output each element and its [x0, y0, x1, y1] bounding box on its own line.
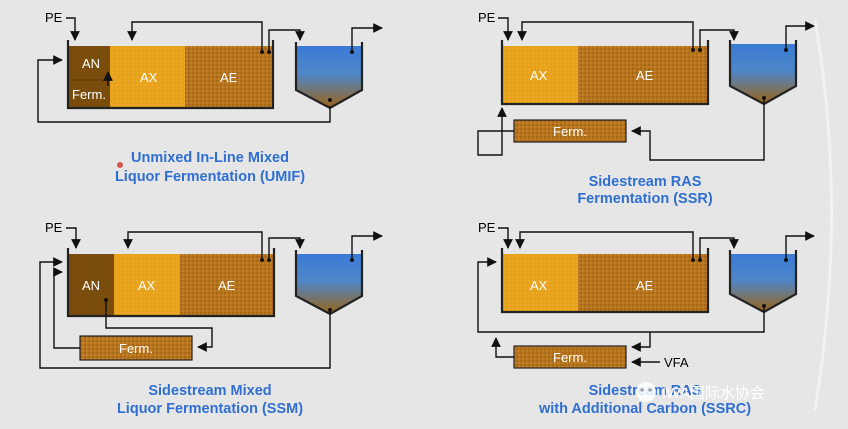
pe-label: PE [45, 220, 63, 235]
bioreactor-tank [66, 40, 275, 110]
clarifier [730, 254, 796, 312]
ssr-caption-line2: Fermentation (SSR) [577, 191, 713, 207]
internal-recycle-line [517, 21, 694, 50]
to-clarifier-line [268, 237, 305, 260]
ferm-label: Ferm. [72, 87, 106, 102]
ssr-caption-line1: Sidestream RAS [589, 174, 702, 190]
to-clarifier-line [268, 29, 305, 52]
ax-zone [110, 46, 185, 108]
ferm-label: Ferm. [553, 124, 587, 139]
ssm-caption-line2: Liquor Fermentation (SSM) [117, 401, 303, 417]
an-label: AN [82, 278, 100, 293]
an-zone [68, 46, 110, 108]
fermenter-return-line [477, 107, 514, 156]
ax-label: AX [530, 68, 548, 83]
ras-line [37, 55, 331, 123]
ssrc-caption-line2: with Additional Carbon (SSRC) [538, 401, 751, 417]
an-label: AN [82, 56, 100, 71]
bioreactor-tank [500, 248, 710, 314]
ferm-label: Ferm. [119, 341, 153, 356]
effluent-arrow [785, 21, 815, 50]
pe-arrow [498, 17, 513, 41]
ax-label: AX [140, 70, 158, 85]
effluent-arrow [785, 231, 815, 260]
ae-zone [180, 254, 274, 316]
clarifier [296, 254, 362, 314]
ferm-label: Ferm. [553, 350, 587, 365]
pe-arrow [66, 17, 80, 41]
ssm-caption-line1: Sidestream Mixed [148, 383, 271, 399]
ssr-diagram: PE AX AE Ferm. Sidestream RAS Fermentati… [477, 10, 815, 207]
ae-label: AE [636, 68, 654, 83]
ae-zone [578, 46, 708, 104]
wechat-icon [636, 382, 656, 402]
pe-label: PE [45, 10, 63, 25]
ae-label: AE [220, 70, 238, 85]
to-clarifier-line [699, 29, 739, 50]
umif-diagram: PE AN Ferm. AX AE Unmixed In-Line Mixed … [37, 10, 383, 185]
ae-zone [578, 254, 708, 312]
bioreactor-tank [66, 248, 276, 318]
ax-zone [502, 254, 578, 312]
ax-label: AX [138, 278, 156, 293]
pe-arrow [498, 227, 513, 249]
ae-label: AE [218, 278, 236, 293]
fermenter-return-line [491, 337, 514, 358]
ae-zone [185, 46, 273, 108]
watermark-text: IWA国际水协会 [662, 385, 765, 402]
ras-line [477, 257, 765, 333]
ae-label: AE [636, 278, 654, 293]
umif-caption-line2: Liquor Fermentation (UMIF) [115, 169, 305, 185]
cursor-dot [117, 162, 123, 168]
internal-recycle-line [123, 231, 263, 260]
internal-recycle-line [515, 231, 694, 260]
ras-line [631, 98, 765, 161]
watermark: IWA国际水协会 [636, 382, 765, 402]
umif-caption-line1: Unmixed In-Line Mixed [131, 150, 289, 166]
ras-to-fermenter-line [631, 332, 651, 352]
effluent-arrow [351, 23, 383, 52]
ax-zone [114, 254, 180, 316]
ssm-diagram: PE AN AX AE Ferm. Sidestream Mixed Liquo… [39, 220, 383, 417]
pe-label: PE [478, 220, 496, 235]
pe-arrow [66, 227, 81, 249]
bioreactor-tank [500, 40, 710, 106]
to-clarifier-line [699, 237, 739, 260]
fermenter-return-line [53, 267, 80, 349]
effluent-arrow [351, 231, 383, 260]
pe-label: PE [478, 10, 496, 25]
ax-zone [502, 46, 578, 104]
clarifier [730, 44, 796, 104]
ras-line [39, 257, 331, 369]
sidestream-line [105, 300, 213, 352]
clarifier [296, 46, 362, 108]
internal-recycle-line [127, 21, 263, 52]
ax-label: AX [530, 278, 548, 293]
decorative-arc [813, 19, 833, 411]
ssrc-diagram: PE AX AE Ferm. VFA Sidestream RAS with A… [477, 220, 815, 417]
vfa-label: VFA [664, 355, 689, 370]
